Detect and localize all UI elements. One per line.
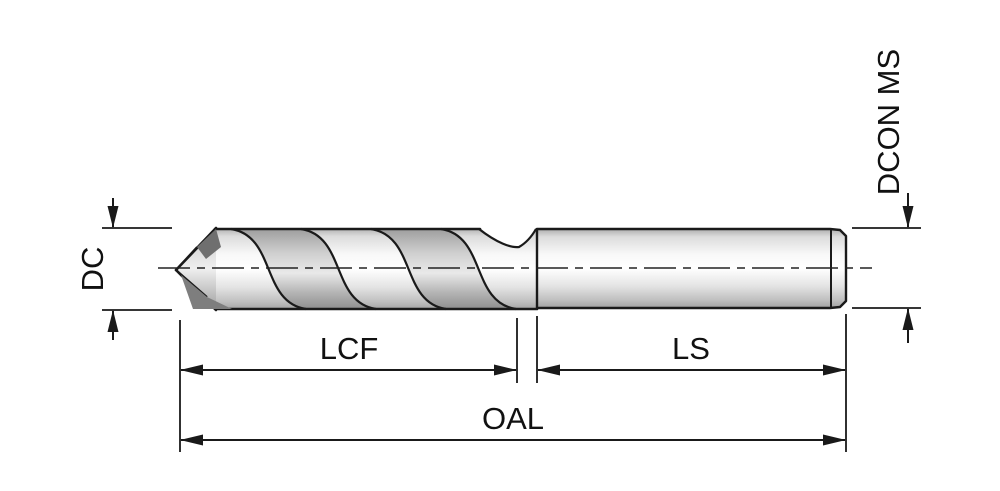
oal-label: OAL [482,401,544,436]
flute-groove-band [371,229,516,309]
dc-dimension: DC [75,198,172,340]
flute-runout-edge [478,228,537,249]
arrow-right-icon [823,434,846,446]
shank [535,227,848,310]
dcon-dimension: DCON MS [852,49,921,343]
chisel-edge [175,246,198,271]
arrow-left-icon [180,434,203,446]
arrow-up-icon [107,310,119,332]
arrow-down-icon [107,206,119,228]
tip-flute-opening-lower [181,275,232,309]
flute-spiral-edge [370,227,447,311]
flute-spiral-edge [230,227,307,311]
flute-runout-cut [479,227,536,248]
arrow-right-icon [494,364,517,376]
ls-label: LS [672,331,710,366]
arrow-right-icon [823,364,846,376]
dcon-label: DCON MS [871,49,906,195]
lcf-dimension: LCF [180,331,517,376]
arrow-up-icon [902,308,914,330]
oal-dimension: OAL [180,401,846,446]
tip-flute-opening-upper [197,229,221,259]
flute-spiral-edge [300,227,377,311]
ls-dimension: LS [537,331,846,376]
arrow-left-icon [537,364,560,376]
arrow-down-icon [902,206,914,228]
drill-illustration [158,226,872,312]
flute-groove-band [231,229,376,309]
cutting-lip [175,269,208,298]
dc-label: DC [75,247,110,292]
flute-spiral-edge [440,227,517,311]
arrow-left-icon [180,364,203,376]
lcf-label: LCF [320,331,379,366]
